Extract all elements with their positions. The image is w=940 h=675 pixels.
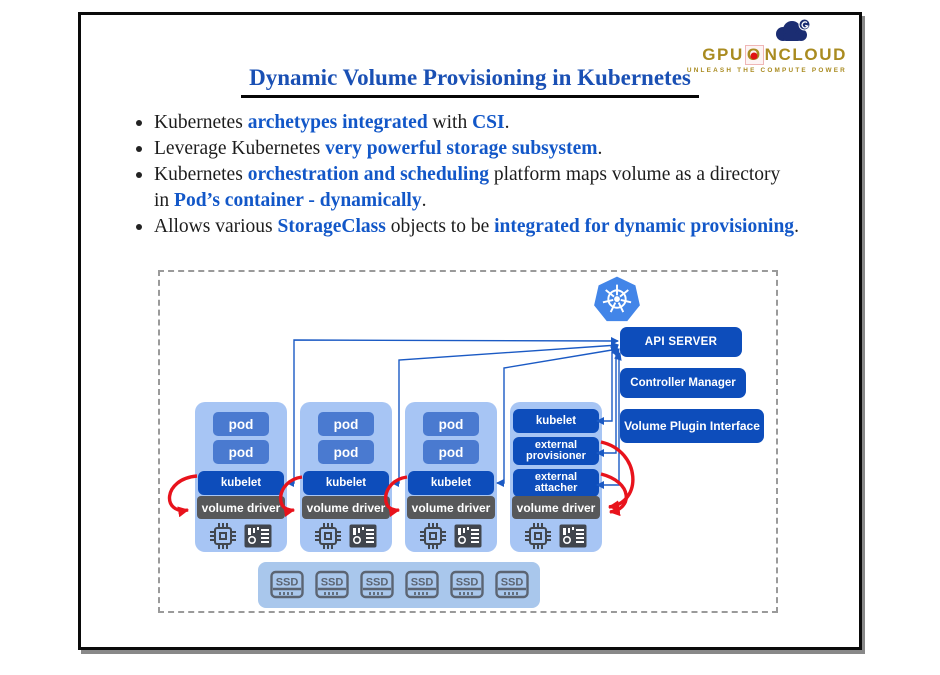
worker-node-2: pod pod kubelet volume driver: [300, 402, 392, 552]
volume-driver-box: volume driver: [197, 496, 285, 519]
pod-box: pod: [318, 412, 374, 436]
arrow-kubelet1-volumedriver: [167, 474, 198, 518]
arrow-provisioner-volumedriver: [600, 440, 635, 512]
kubernetes-logo-icon: [590, 274, 644, 333]
bullet-item: Leverage Kubernetes very powerful storag…: [131, 136, 799, 162]
api-server-box: API SERVER: [620, 327, 742, 357]
bullet-item: Kubernetes archetypes integrated with CS…: [131, 110, 799, 136]
bullet-item: Allows various StorageClass objects to b…: [131, 214, 799, 240]
ssd-icon: SSD: [269, 570, 304, 599]
volume-driver-box: volume driver: [512, 496, 600, 519]
csi-node: kubelet external provisioner external at…: [510, 402, 602, 552]
circuit-board-icon: [559, 524, 587, 548]
cpu-chip-icon: [420, 523, 446, 549]
arrow-attacher-volumedriver: [600, 472, 628, 517]
kubelet-box: kubelet: [408, 471, 494, 495]
ssd-icon: SSD: [359, 570, 394, 599]
bullet-item: Kubernetes orchestration and scheduling …: [131, 162, 799, 214]
page-title: Dynamic Volume Provisioning in Kubernete…: [241, 65, 699, 98]
pod-box: pod: [423, 440, 479, 464]
external-provisioner-box: external provisioner: [513, 437, 599, 465]
kubelet-box: kubelet: [513, 409, 599, 433]
volume-driver-box: volume driver: [407, 496, 495, 519]
logo-tagline: UNLEASH THE COMPUTE POWER: [686, 67, 847, 74]
volume-driver-box: volume driver: [302, 496, 390, 519]
logo-n: N: [764, 45, 779, 64]
cpu-chip-icon: [315, 523, 341, 549]
controller-manager-box: Controller Manager: [620, 368, 746, 398]
k8s-architecture-diagram: API SERVER Controller Manager Volume Plu…: [158, 270, 778, 613]
logo-brand-text: GPUONCLOUD: [702, 45, 847, 65]
svg-text:SSD: SSD: [365, 577, 388, 589]
slide-page: GPUONCLOUD UNLEASH THE COMPUTE POWER Dyn…: [78, 12, 862, 650]
ssd-icon: SSD: [449, 570, 484, 599]
pod-box: pod: [213, 412, 269, 436]
ssd-icon: SSD: [404, 570, 439, 599]
circuit-board-icon: [349, 524, 377, 548]
circuit-board-icon: [454, 524, 482, 548]
ssd-icon: SSD: [314, 570, 349, 599]
svg-text:SSD: SSD: [275, 577, 298, 589]
external-attacher-box: external attacher: [513, 469, 599, 497]
pod-box: pod: [318, 440, 374, 464]
ssd-storage-panel: SSD SSD SSD SSD SSD: [258, 562, 540, 608]
kubelet-box: kubelet: [198, 471, 284, 495]
volume-plugin-interface-box: Volume Plugin Interface: [620, 409, 764, 443]
pod-box: pod: [213, 440, 269, 464]
cpu-chip-icon: [210, 523, 236, 549]
bullet-list: Kubernetes archetypes integrated with CS…: [131, 110, 799, 240]
cpu-chip-icon: [525, 523, 551, 549]
worker-node-1: pod pod kubelet volume driver: [195, 402, 287, 552]
logo-red-dot-icon: [750, 52, 758, 60]
circuit-board-icon: [244, 524, 272, 548]
svg-text:SSD: SSD: [500, 577, 523, 589]
logo-gpu: GPU: [702, 45, 744, 64]
logo-o-mark: O: [744, 45, 764, 65]
pod-box: pod: [423, 412, 479, 436]
ssd-icon: SSD: [494, 570, 529, 599]
worker-node-3: pod pod kubelet volume driver: [405, 402, 497, 552]
kubelet-box: kubelet: [303, 471, 389, 495]
svg-text:SSD: SSD: [455, 577, 478, 589]
svg-text:SSD: SSD: [320, 577, 343, 589]
cloud-logo-icon: [771, 18, 813, 45]
svg-text:SSD: SSD: [410, 577, 433, 589]
logo-cloud: CLOUD: [778, 45, 847, 64]
gpuoncloud-logo: GPUONCLOUD UNLEASH THE COMPUTE POWER: [687, 18, 847, 74]
